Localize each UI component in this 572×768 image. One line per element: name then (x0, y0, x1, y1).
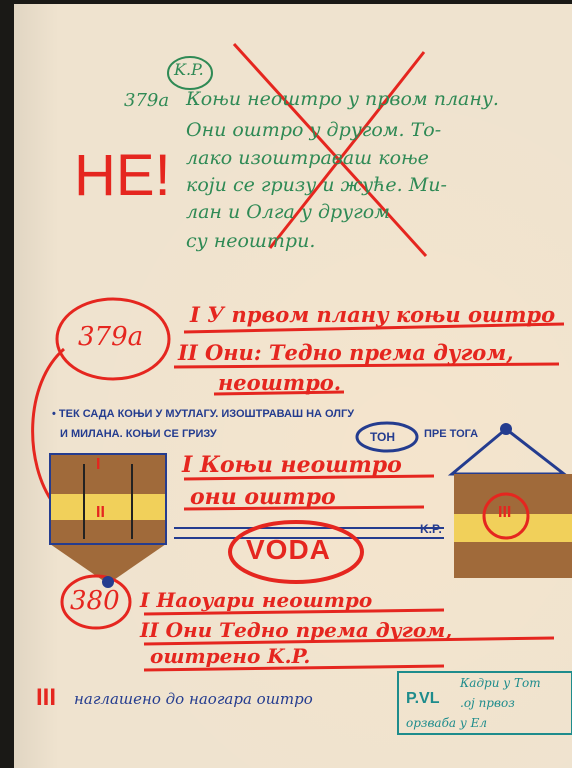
bottom-line-1: I Наоуари неоштро (140, 588, 373, 612)
left-block-roman-1: I (96, 456, 101, 473)
middle-line-3: неоштро. (218, 370, 342, 395)
diagram-kp-label: K.P. (420, 522, 442, 536)
ton-label: ТОН (370, 430, 396, 444)
blue-note-line-1: • ТЕК САДА КОЊИ У МУТЛАГУ. ИЗОШТРАВАШ НА… (52, 408, 355, 420)
bottom-line-2: II Они Тедно према дугом, (140, 618, 453, 642)
bottom-numeral-iii: III (36, 684, 57, 711)
blue-note-line-2: И МИЛАНА. КОЊИ СЕ ГРИЗУ (60, 428, 217, 440)
middle-line-2: II Они: Тедно према дугом, (178, 340, 514, 365)
bottom-line-3: оштрено K.P. (150, 644, 311, 668)
ne-exclamation: НЕ! (74, 143, 171, 208)
notebook-page: K.P. 379a Коњи неоштро у првом плану. Он… (14, 4, 572, 768)
bottom-ref-380: 380 (70, 586, 120, 616)
annotation-drawings (31, 42, 572, 735)
pvl-box-line-1: Кадри у Тот (460, 676, 541, 690)
top-line-1: Коњи неоштро у првом плану. (186, 88, 499, 110)
voda-label: VODA (246, 534, 331, 565)
right-block-roman-3: III (498, 504, 512, 521)
top-line-5: лан и Олга у другом (186, 201, 390, 223)
top-line-6: су неоштри. (186, 230, 316, 252)
pvl-box-line-2: .ој првоз (460, 696, 515, 710)
top-line-4: који се гризу и жуће. Ми- (186, 174, 447, 196)
blue-note-line-3: ПРЕ ТОГА (424, 428, 479, 440)
top-line-3: лако изоштраваш коње (186, 147, 429, 169)
diagram-line-1: I Коњи неоштро (182, 452, 402, 478)
middle-line-1: I У првом плану коњи оштро (190, 302, 556, 327)
pvl-box-title: P.VL (406, 690, 440, 707)
diagram-line-2: они оштро (190, 484, 336, 510)
top-ref-379a: 379a (124, 90, 170, 111)
bottom-line-4: наглашено до наогара оштро (74, 690, 313, 708)
top-kp-label: K.P. (174, 60, 204, 79)
top-line-2: Они оштро у другом. То- (186, 119, 442, 141)
middle-ref-379a: 379a (78, 322, 144, 352)
left-block-roman-2: II (96, 504, 105, 521)
pvl-box-line-3: орзваба у Ел (406, 716, 488, 730)
